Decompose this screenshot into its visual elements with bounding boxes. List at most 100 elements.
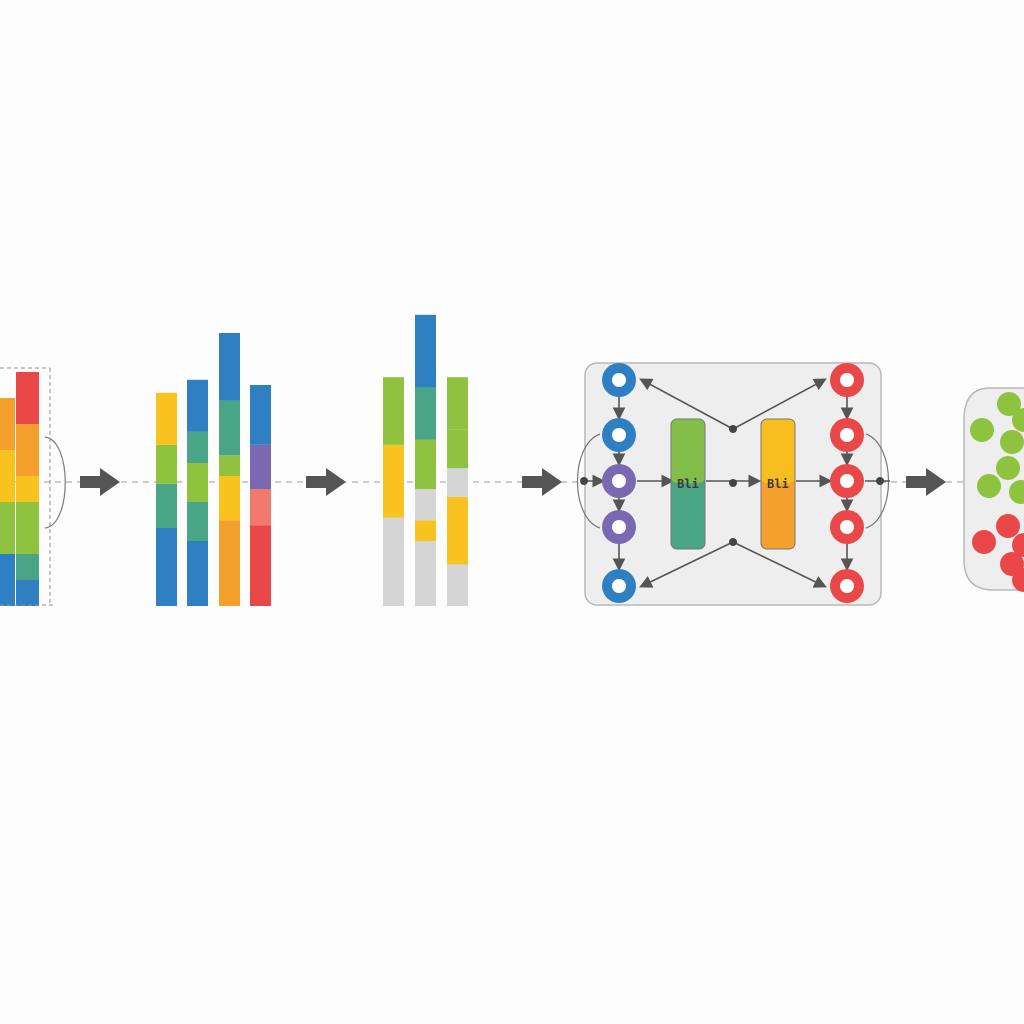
flow-arrow-3: [522, 468, 562, 496]
node-core: [612, 474, 626, 488]
bar-segment: [187, 431, 208, 463]
bar-segment: [447, 429, 468, 469]
bar-segment: [447, 564, 468, 606]
bar-segment: [219, 520, 240, 606]
network-node: [602, 464, 636, 498]
block-label: Bli: [677, 477, 699, 491]
stage-1-bracket: [0, 367, 66, 606]
bar: [16, 372, 39, 606]
hub-point: [876, 477, 884, 485]
node-core: [612, 373, 626, 387]
network-edge: [639, 378, 734, 430]
bar-segment: [250, 385, 271, 445]
block-top: [761, 419, 795, 483]
bar-segment: [219, 476, 240, 521]
input-node-column: [602, 363, 636, 603]
bar-segment: [156, 528, 177, 606]
bar-segment: [415, 541, 436, 606]
node-core: [840, 579, 854, 593]
node-core: [612, 428, 626, 442]
network-node: [602, 569, 636, 603]
bar-segment: [415, 520, 436, 541]
network-edge: [639, 541, 734, 588]
bar-segment: [447, 496, 468, 565]
bar-segment: [156, 392, 177, 445]
bar-segment: [156, 483, 177, 528]
network-node: [830, 363, 864, 397]
bar-segment: [187, 379, 208, 432]
bar-segment: [415, 439, 436, 489]
node-core: [612, 579, 626, 593]
cluster-dot: [996, 456, 1020, 480]
bar-segment: [156, 444, 177, 484]
network-node: [830, 510, 864, 544]
bar: [383, 377, 404, 606]
cluster-dot: [1012, 408, 1024, 432]
stage-mixed-bars: [156, 333, 271, 606]
bar-segment: [383, 444, 404, 518]
bar-segment: [415, 387, 436, 440]
bar-segment: [16, 554, 39, 580]
stage-input-bars: [0, 372, 39, 606]
hub-point: [729, 479, 737, 487]
bar-segment: [415, 314, 436, 388]
bar-segment: [187, 463, 208, 502]
bar: [250, 385, 271, 606]
cluster-dot: [1012, 533, 1024, 557]
bar-segment: [415, 489, 436, 521]
network-node: [602, 510, 636, 544]
node-core: [840, 373, 854, 387]
bar-segment: [16, 528, 39, 554]
bar: [0, 398, 15, 606]
flow-arrow-2: [306, 468, 346, 496]
node-core: [840, 520, 854, 534]
network-edge: [732, 378, 827, 430]
encoder-block: Bli: [670, 418, 706, 550]
output-node-column: [830, 363, 864, 603]
network-panel: Bli Bli: [576, 362, 890, 606]
network-node: [830, 418, 864, 452]
bar-segment: [250, 525, 271, 606]
block-top: [671, 419, 705, 483]
cluster-dot: [996, 514, 1020, 538]
cluster-dot: [997, 392, 1021, 416]
bar-segment: [16, 502, 39, 528]
flow-arrow-1: [80, 468, 120, 496]
bar-segment: [16, 476, 39, 502]
network-node: [830, 569, 864, 603]
bar-segment: [383, 517, 404, 606]
bar-segment: [219, 333, 240, 401]
bar-segment: [447, 377, 468, 430]
cluster-dots: [970, 392, 1024, 592]
cluster-dot: [970, 418, 994, 442]
bar-segment: [219, 400, 240, 456]
bar-segment: [187, 541, 208, 606]
bar-segment: [383, 377, 404, 445]
bar-segment: [16, 580, 39, 606]
bar: [415, 314, 436, 606]
node-core: [840, 428, 854, 442]
decoder-block: Bli: [760, 418, 796, 550]
node-core: [612, 520, 626, 534]
node-core: [840, 474, 854, 488]
bar-segment: [447, 468, 468, 497]
hub-point: [729, 538, 737, 546]
bar-segment: [0, 450, 15, 502]
hub-point: [729, 425, 737, 433]
bar-segment: [219, 455, 240, 476]
bar-segment: [0, 554, 15, 606]
bar: [187, 379, 208, 606]
flow-arrow-4: [906, 468, 946, 496]
network-edges: [580, 378, 890, 588]
block-outline: [670, 418, 706, 550]
bar-segment: [16, 450, 39, 476]
cluster-panel: [963, 387, 1024, 592]
bar-segment: [250, 489, 271, 526]
cluster-dot: [1000, 430, 1024, 454]
bar-segment: [16, 372, 39, 424]
stage-masked-bars: [383, 314, 468, 606]
hub-point: [580, 477, 588, 485]
cluster-dot: [972, 530, 996, 554]
cluster-dot: [977, 474, 1001, 498]
